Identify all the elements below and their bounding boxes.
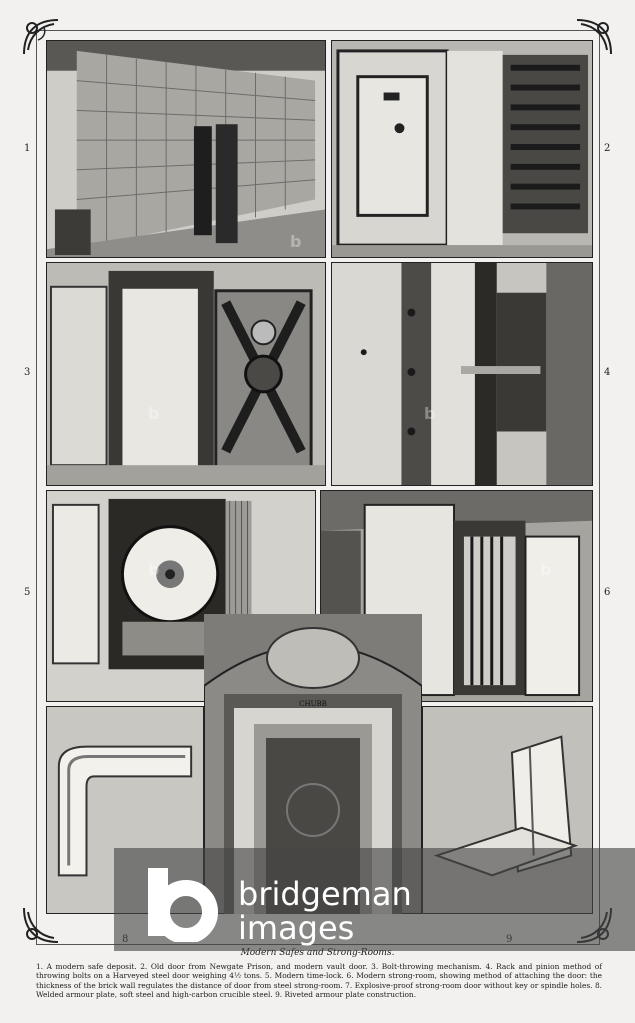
caption-title: Modern Safes and Strong-Rooms.: [240, 948, 395, 958]
watermark-text-line2: images: [238, 909, 355, 947]
photo-rack-and-pinion: [331, 262, 593, 486]
watermark-faint-mark: b: [424, 404, 436, 423]
watermark-faint-mark: b: [290, 232, 302, 251]
watermark-text-line1: bridgeman: [238, 875, 412, 913]
plate-number-3: 3: [24, 367, 31, 378]
corner-ornament-bottom-left: [23, 907, 59, 943]
bridgeman-logo-icon: [148, 868, 218, 942]
corner-ornament-top-right: [576, 19, 612, 55]
plate-number-4: 4: [604, 367, 611, 378]
caption-body: 1. A modern safe deposit. 2. Old door fr…: [36, 962, 602, 999]
watermark-faint-mark: b: [540, 560, 552, 579]
watermark-faint-mark: b: [148, 404, 160, 423]
photo-safe-deposit: [46, 40, 326, 258]
watermark-faint-mark: b: [148, 560, 160, 579]
plate-number-2: 2: [604, 143, 611, 154]
plate-number-5: 5: [24, 587, 31, 598]
photo-newgate-and-vault-door: [331, 40, 593, 258]
door-sign-text: CHUBB: [299, 700, 327, 708]
photo-time-lock: [46, 490, 316, 702]
photo-bolt-throwing-mechanism: [46, 262, 326, 486]
plate-number-1: 1: [24, 143, 31, 154]
plate-number-6: 6: [604, 587, 611, 598]
corner-ornament-top-left: [23, 19, 59, 55]
